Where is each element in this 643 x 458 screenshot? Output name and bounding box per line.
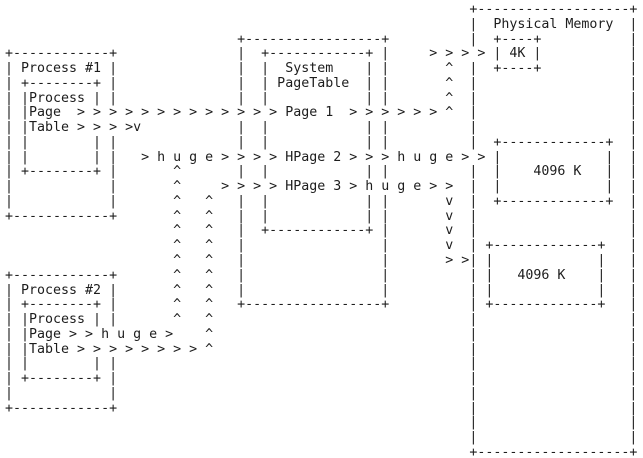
terminal-screen: +-------------------+ | Physical Memory … <box>5 2 638 458</box>
ascii-memory-diagram: +-------------------+ | Physical Memory … <box>5 2 638 458</box>
